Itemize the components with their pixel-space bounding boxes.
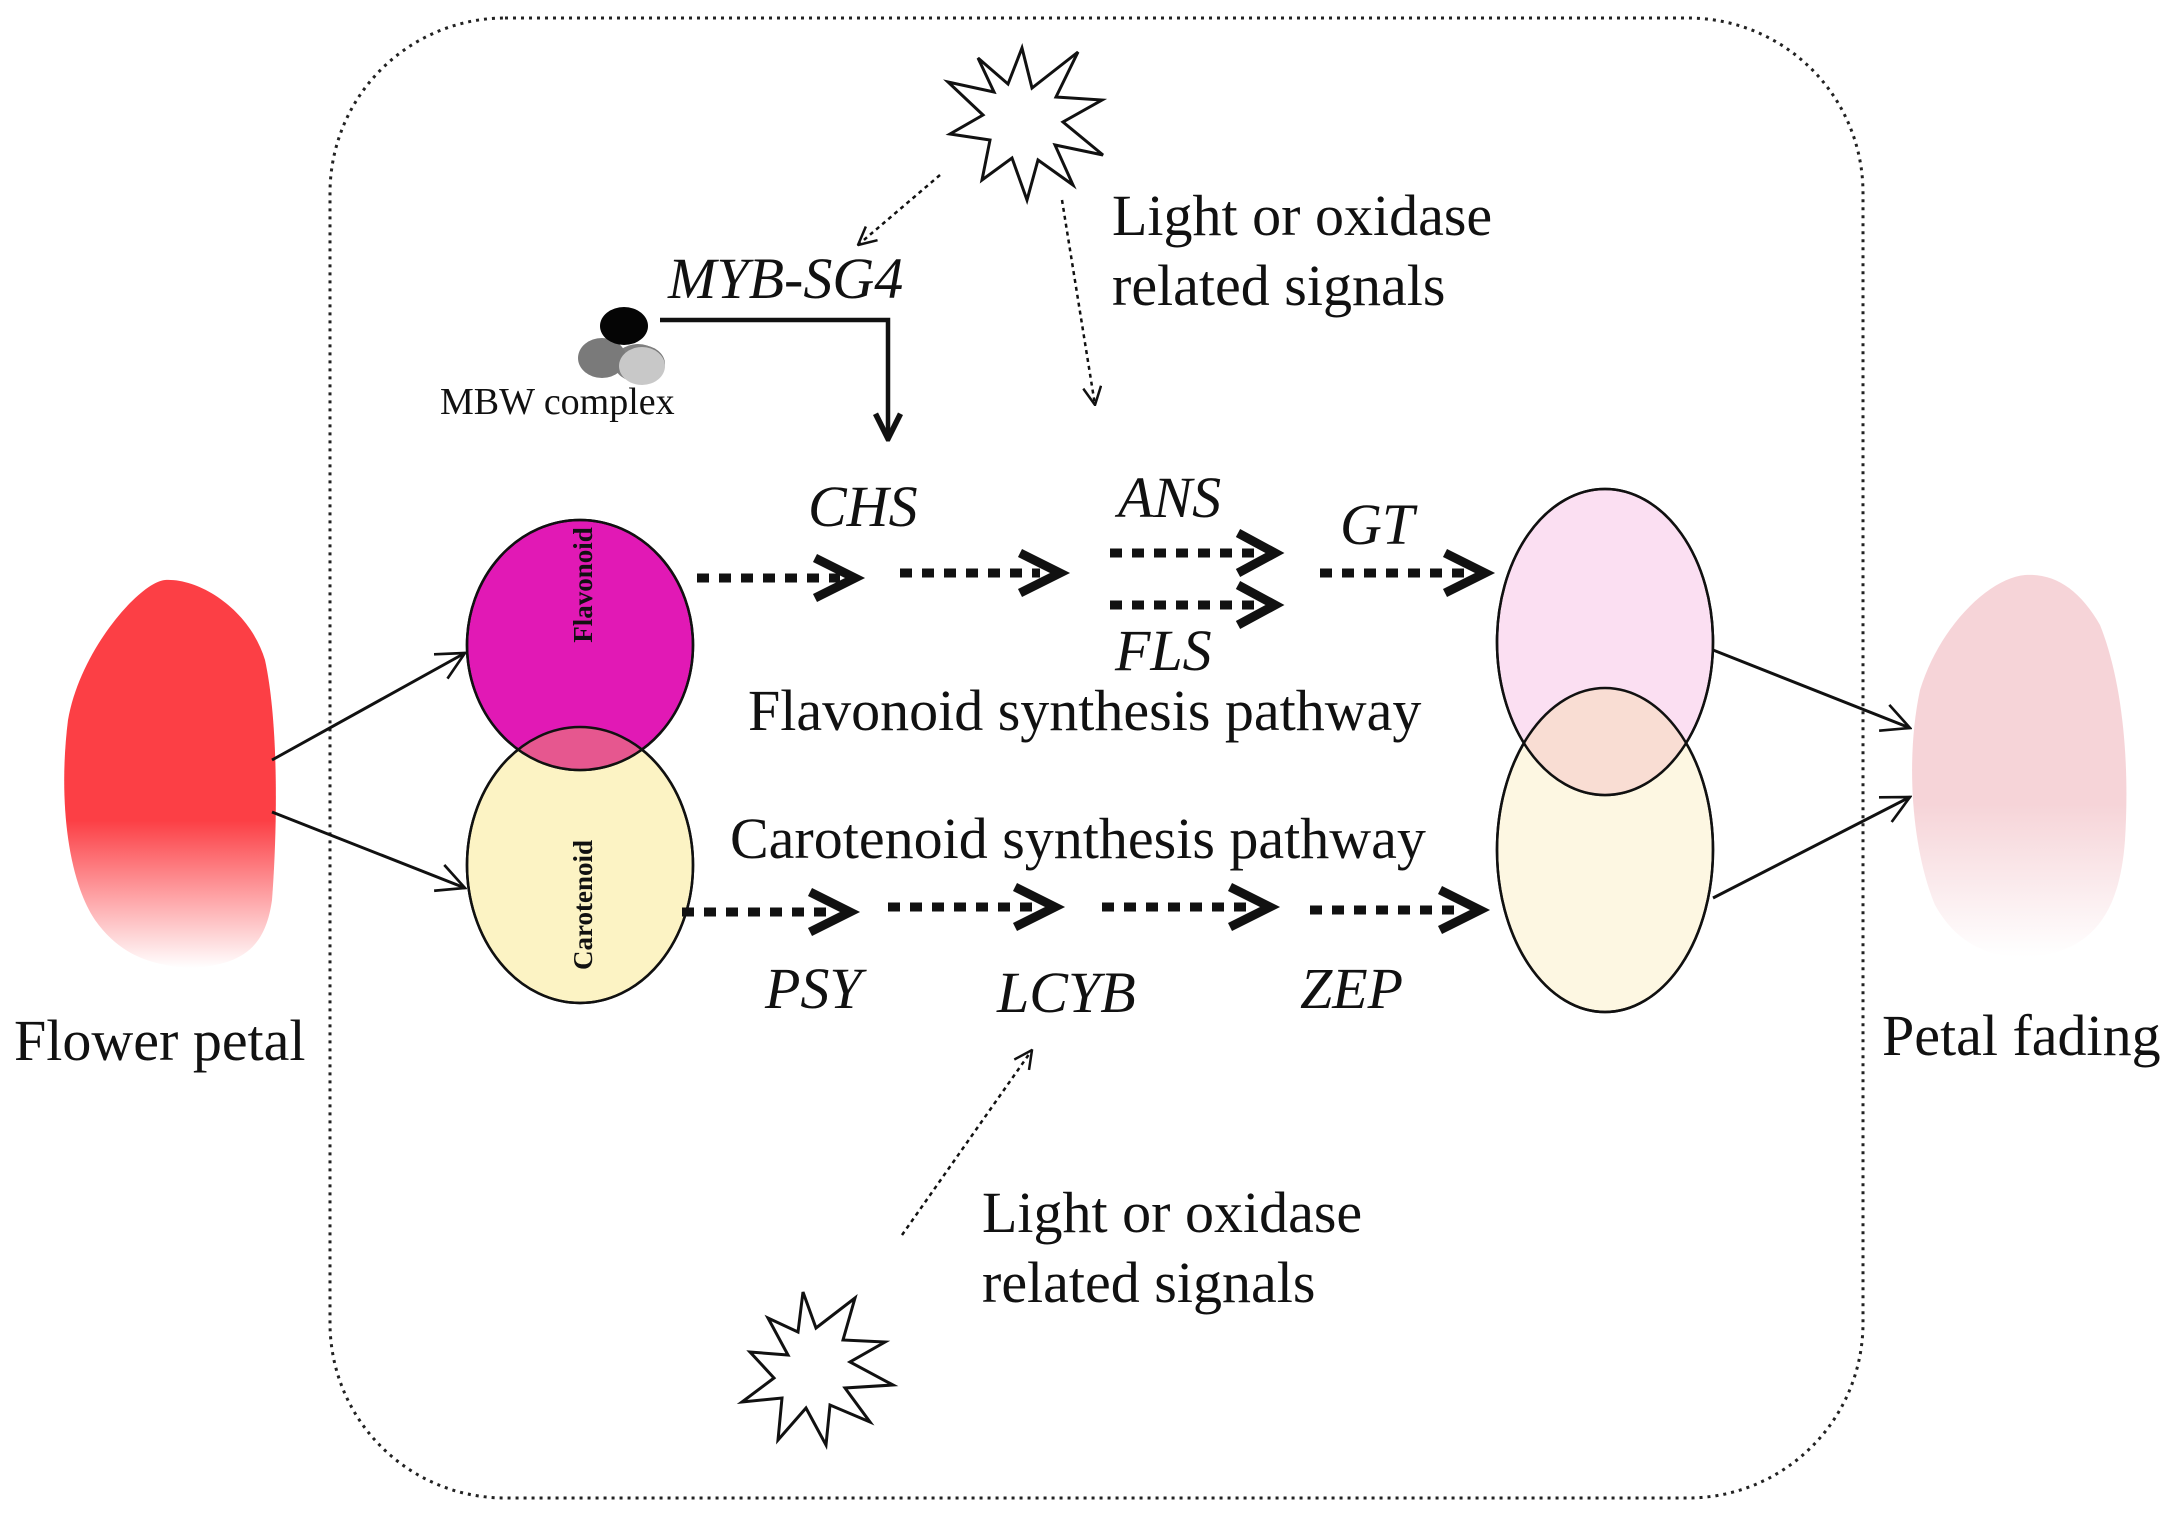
flavonoid-pathway-arrows <box>697 529 1496 629</box>
carotenoid-pathway-arrows <box>682 882 1491 937</box>
signal-bottom-line1: Light or oxidase <box>982 1180 1362 1245</box>
top-signal-burst-icon <box>943 43 1108 205</box>
mbw-complex-icon <box>578 307 665 385</box>
carotenoid-ellipse-outline <box>465 725 695 1005</box>
signal-top-line1: Light or oxidase <box>1112 183 1492 248</box>
gene-ans: ANS <box>1114 465 1221 530</box>
flavonoid-pathway-label: Flavonoid synthesis pathway <box>748 678 1421 743</box>
faded-petal-shape <box>1912 574 2127 957</box>
signal-bottom-line2: related signals <box>982 1250 1315 1315</box>
petal-to-flavonoid-arrow <box>271 653 465 762</box>
flower-petal-label: Flower petal <box>14 1008 306 1073</box>
gene-gt: GT <box>1340 492 1418 557</box>
flavonoid-label: Flavonoid <box>568 527 598 643</box>
flower-petal-shape <box>64 579 276 968</box>
bottom-signal-burst-icon <box>736 1291 899 1451</box>
faded-carotenoid-outline <box>1495 686 1715 1014</box>
faded-flavonoid-outline <box>1495 487 1715 797</box>
carotenoid-label: Carotenoid <box>568 840 598 970</box>
carotenoid-to-fading-arrow <box>1712 797 1910 900</box>
petal-to-carotenoid-arrow <box>271 810 465 888</box>
carotenoid-pathway-label: Carotenoid synthesis pathway <box>730 806 1426 871</box>
signal-to-myb-arrow <box>858 174 941 245</box>
flavonoid-to-fading-arrow <box>1712 648 1910 728</box>
mbw-complex-label: MBW complex <box>440 381 675 423</box>
gene-zep: ZEP <box>1300 956 1403 1021</box>
signal-top-line2: related signals <box>1112 253 1445 318</box>
gene-lcyb: LCYB <box>996 960 1136 1025</box>
signal-to-flavonoid-arrow <box>1060 199 1095 405</box>
signal-to-carotenoid-arrow <box>900 1050 1032 1236</box>
petal-fading-label: Petal fading <box>1882 1003 2161 1068</box>
gene-chs: CHS <box>808 474 918 539</box>
faded-overlap <box>1497 688 1713 795</box>
myb-regulation-arrow <box>660 317 888 440</box>
myb-gene-label: MYB-SG4 <box>667 246 903 311</box>
gene-psy: PSY <box>764 956 867 1021</box>
flavonoid-ellipse-outline <box>465 518 695 772</box>
gene-fls: FLS <box>1114 618 1212 683</box>
